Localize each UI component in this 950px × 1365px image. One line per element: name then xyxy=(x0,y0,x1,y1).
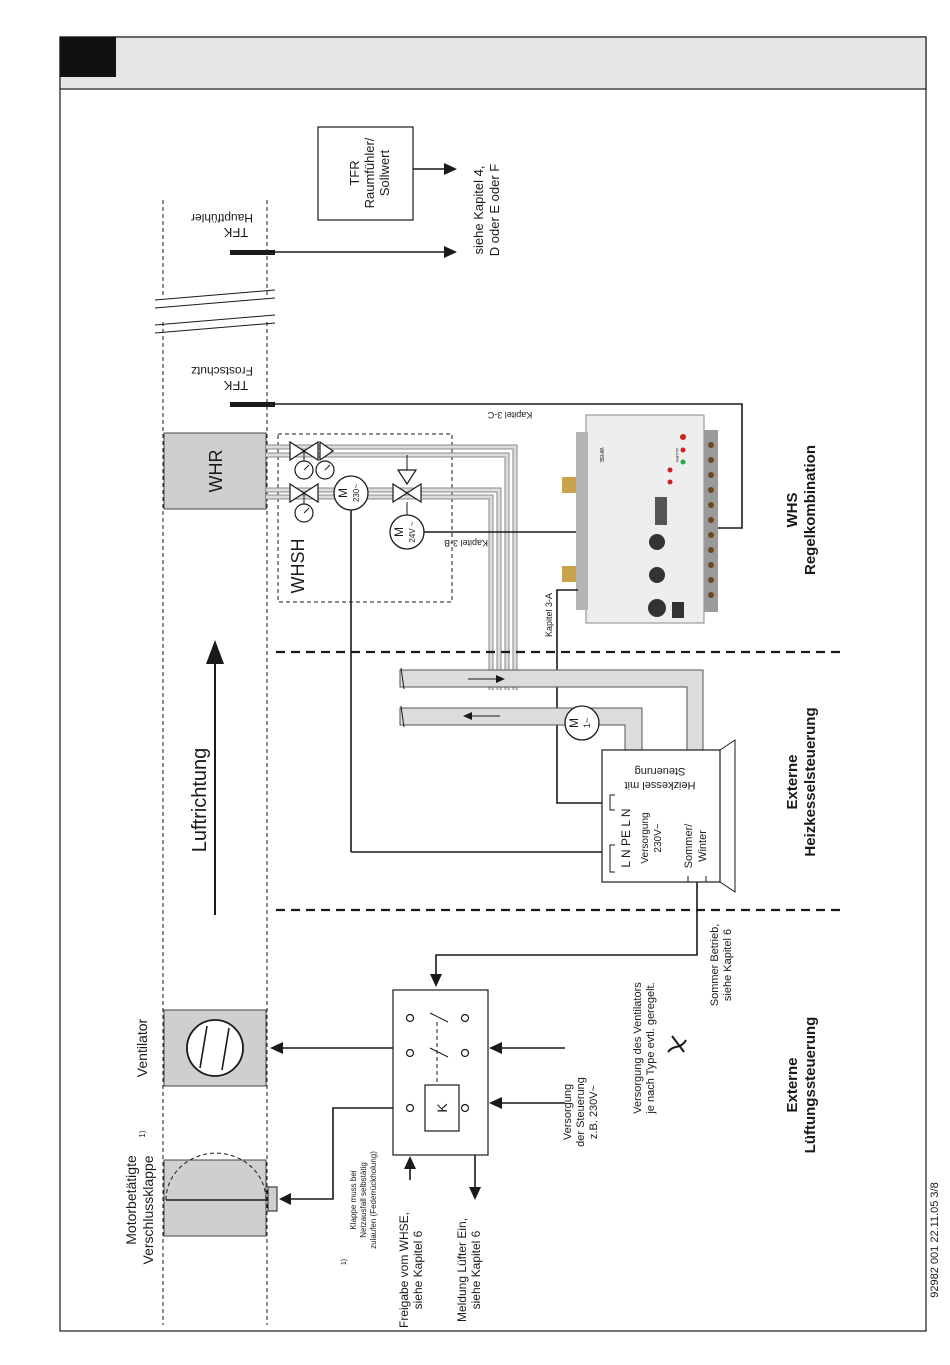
tfk-frost-desc: Frostschutz xyxy=(191,364,253,378)
thermometer-gauge-lower xyxy=(294,493,314,523)
meldung-label-1: Meldung Lüfter Ein, xyxy=(455,1218,469,1322)
tfr-arrow xyxy=(444,163,457,175)
relay-contacts xyxy=(405,1012,470,1113)
motor-24v: M 24V ~ xyxy=(389,514,425,550)
versorgung-label-2: 230V~ xyxy=(653,823,664,852)
kapitel-3c-label: Kapitel 3-C xyxy=(487,410,532,420)
kapitel-3b-label: Kapitel 3-B xyxy=(444,538,488,548)
fan-icon xyxy=(186,1019,244,1077)
sommer-label-2: Winter xyxy=(697,830,709,862)
kapitel-3a-wire xyxy=(556,589,615,804)
header-badge xyxy=(60,37,116,77)
whs-controller-device xyxy=(562,414,718,624)
kapitel-3a-label: Kapitel 3-A xyxy=(544,593,554,637)
whr-exchanger xyxy=(163,432,267,510)
device-alarm: ALARM xyxy=(675,448,680,462)
pump-m: M xyxy=(567,718,581,728)
thermometer-gauge-upper xyxy=(294,451,314,480)
relay-k-label: K xyxy=(434,1103,450,1113)
luft-section-title-1: Externe xyxy=(784,1057,801,1112)
circulation-pump: M 1~ xyxy=(564,705,600,741)
heizkessel-side xyxy=(719,739,736,893)
heizkessel-box xyxy=(601,749,721,883)
ref-kapitel4-2: D oder E oder F xyxy=(487,164,502,257)
whs-section-title-2: Regelkombination xyxy=(802,445,819,575)
heiz-section-title-2: Heizkesselsteuerung xyxy=(802,707,819,856)
mixing-valve xyxy=(392,455,422,515)
footnote-line-1: Klappe muss bei xyxy=(349,1170,358,1229)
luftrichtung-label: Luftrichtung xyxy=(189,748,211,853)
valve-upper-2 xyxy=(315,440,335,480)
document-reference: 92982 001 22.11.05 3/8 xyxy=(929,1182,941,1297)
vers-ventilator-label-1: Versorgung des Ventilators xyxy=(632,982,644,1114)
vers-steuerung-label-2: der Steuerung xyxy=(575,1077,587,1147)
relay-coil xyxy=(424,1084,460,1132)
motor-24-sub: 24V ~ xyxy=(408,521,417,542)
damper-housing xyxy=(163,1159,267,1237)
tfr-label-2: Raumfühler/ xyxy=(362,137,377,208)
heizkessel-label-2: Steuerung xyxy=(635,765,686,777)
tfk-frost-label: TFK xyxy=(223,378,248,393)
motor-230-sub: 230~ xyxy=(352,484,361,502)
tfr-sensor-box xyxy=(317,126,414,221)
frost-sensor-wire xyxy=(275,403,743,529)
sommer-label-1: Sommer/ xyxy=(683,823,695,869)
whs-section-title-1: WHS xyxy=(784,493,801,528)
klappe-footnote-marker: 1) xyxy=(138,1130,147,1137)
freigabe-label-1: Freigabe vom WHSE, xyxy=(397,1212,411,1328)
heating-distribution-pipes xyxy=(399,667,704,751)
luft-section-title-2: Lüftungssteuerung xyxy=(802,1017,819,1154)
airflow-arrowhead xyxy=(206,640,224,664)
regulation-icon xyxy=(667,1035,687,1053)
vers-steuerung-label-1: Versorgung xyxy=(562,1084,574,1140)
klappe-label-2: Verschlussklappe xyxy=(140,1155,156,1264)
air-duct xyxy=(154,200,276,1325)
valve-lower xyxy=(289,482,319,504)
header-bar xyxy=(59,36,927,90)
footnote-marker: 1) xyxy=(341,1259,348,1265)
terminal-block-label: L N PE L N xyxy=(619,808,633,867)
motor-230-m: M xyxy=(336,488,350,498)
motor-24-m: M xyxy=(392,527,406,537)
ref-kapitel4-1: siehe Kapitel 4, xyxy=(471,166,486,255)
footnote-line-2: Netzausfall selbstätig xyxy=(359,1162,368,1238)
tfr-label-3: Sollwert xyxy=(377,150,392,197)
whsh-group xyxy=(277,433,453,603)
tfk-main-sensor xyxy=(230,250,275,255)
meldung-label-2: siehe Kapitel 6 xyxy=(469,1230,483,1309)
device-brand: WHSE xyxy=(598,448,604,464)
whsh-label: WHSH xyxy=(288,539,308,594)
damper-actuator xyxy=(267,1186,278,1212)
tfk-main-desc: Hauptfühler xyxy=(191,211,253,225)
motor-230: M 230~ xyxy=(333,475,369,511)
whr-label: WHR xyxy=(206,450,226,493)
tfk-frost-sensor xyxy=(230,402,275,407)
damper-wire xyxy=(290,1107,393,1200)
tfk-main-label: TFK xyxy=(223,225,248,240)
valve-upper xyxy=(289,440,319,462)
freigabe-label-2: siehe Kapitel 6 xyxy=(411,1230,425,1309)
versorgung-label-1: Versorgung xyxy=(640,812,651,863)
damper-swing-arc xyxy=(165,1152,267,1201)
heiz-section-title-1: Externe xyxy=(784,754,801,809)
tfr-label-1: TFR xyxy=(347,160,362,185)
pump-sub: 1~ xyxy=(582,718,592,728)
sommer-winter-wire xyxy=(435,882,698,975)
vers-ventilator-label-2: je nach Type evtl. geregelt. xyxy=(645,982,657,1114)
heizkessel-label-1: Heizkessel mit xyxy=(625,779,696,791)
footnote-line-3: zulaufen (Federrückholung) xyxy=(369,1151,378,1249)
sommer-betrieb-label-2: siehe Kapitel 6 xyxy=(722,929,734,1001)
ventilator-label: Ventilator xyxy=(134,1018,150,1077)
vers-steuerung-label-3: z.B. 230V~ xyxy=(588,1085,600,1139)
sommer-betrieb-label-1: Sommer Betrieb, xyxy=(709,924,721,1007)
klappe-label-1: Motorbetätigte xyxy=(123,1155,139,1245)
